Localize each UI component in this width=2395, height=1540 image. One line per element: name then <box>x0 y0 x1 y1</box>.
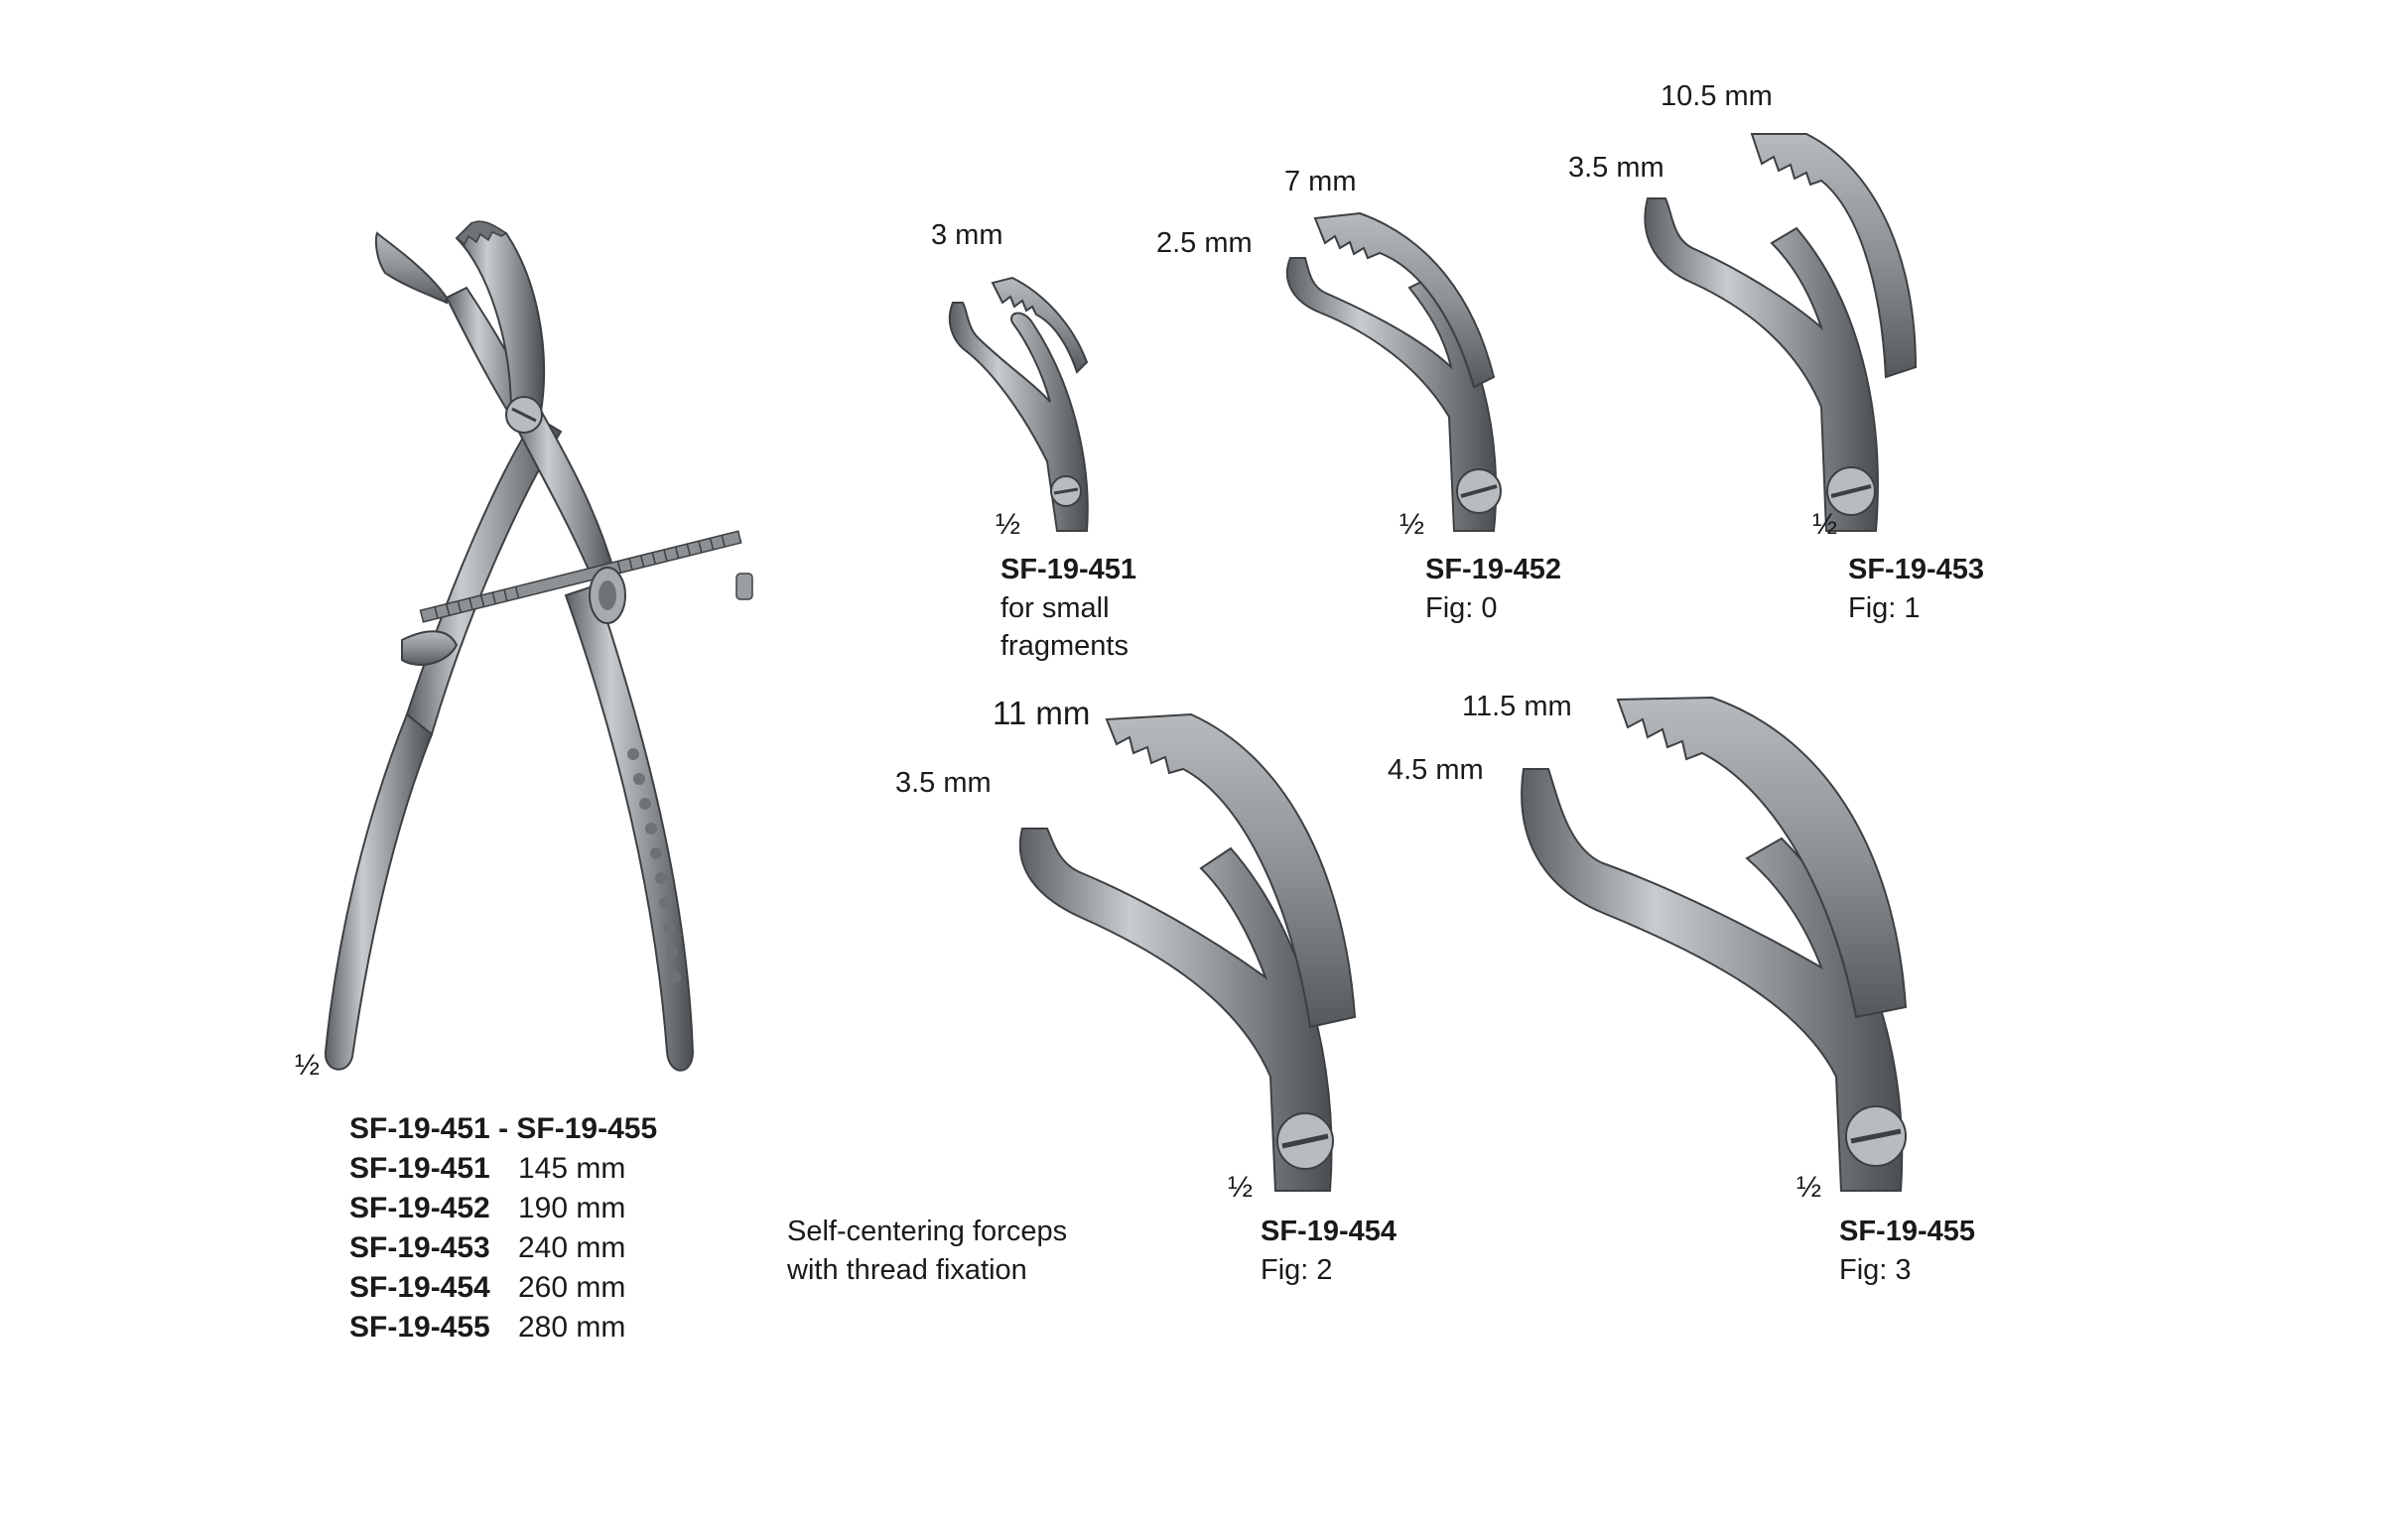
size-row: SF-19-454 260 mm <box>349 1268 657 1308</box>
jaw-width-top: 7 mm <box>1284 166 1357 197</box>
tip-illustration-454 <box>1018 712 1357 1192</box>
size-code: SF-19-453 <box>349 1231 490 1264</box>
size-row: SF-19-455 280 mm <box>349 1308 657 1348</box>
jaw-width-top: 3 mm <box>931 219 1003 251</box>
tip-code: SF-19-453 <box>1848 554 1985 585</box>
tip-code: SF-19-451 <box>1000 554 1137 585</box>
size-table: SF-19-451 - SF-19-455 SF-19-451 145 mm S… <box>349 1109 657 1348</box>
tip-caption-line-1: for small <box>1000 592 1110 624</box>
size-code: SF-19-455 <box>349 1311 490 1344</box>
size-code: SF-19-451 <box>349 1152 490 1185</box>
tip-caption-line-1: Fig: 2 <box>1261 1254 1333 1286</box>
jaw-width-bottom: 2.5 mm <box>1156 227 1253 259</box>
tip-illustration-453 <box>1644 133 1918 532</box>
tip-caption-line-1: Fig: 3 <box>1839 1254 1912 1286</box>
description-line-1: Self-centering forceps <box>787 1216 1068 1247</box>
main-scale-label: ½ <box>295 1049 321 1082</box>
tip-scale-label: ½ <box>1399 508 1425 541</box>
jaw-width-bottom: 4.5 mm <box>1388 754 1484 786</box>
size-length: 260 mm <box>518 1271 626 1304</box>
size-code: SF-19-454 <box>349 1271 490 1304</box>
size-row: SF-19-452 190 mm <box>349 1189 657 1228</box>
range-title: SF-19-451 - SF-19-455 <box>349 1112 658 1145</box>
tip-illustration-455 <box>1521 696 1908 1192</box>
jaw-width-top: 10.5 mm <box>1661 80 1773 112</box>
tip-illustration-452 <box>1285 211 1502 532</box>
jaw-width-bottom: 3.5 mm <box>895 767 992 799</box>
tip-scale-label: ½ <box>1796 1171 1822 1204</box>
tip-caption-line-1: Fig: 1 <box>1848 592 1921 624</box>
tip-code: SF-19-455 <box>1839 1216 1976 1247</box>
tip-illustration-451 <box>948 276 1089 532</box>
size-row: SF-19-453 240 mm <box>349 1228 657 1268</box>
description-line-2: with thread fixation <box>787 1254 1027 1286</box>
tip-code: SF-19-454 <box>1261 1216 1397 1247</box>
tip-scale-label: ½ <box>1228 1171 1254 1204</box>
size-length: 190 mm <box>518 1192 626 1224</box>
size-length: 240 mm <box>518 1231 626 1264</box>
jaw-width-top: 11 mm <box>993 695 1091 731</box>
tip-scale-label: ½ <box>996 508 1021 541</box>
size-code: SF-19-452 <box>349 1192 490 1224</box>
tip-caption-line-1: Fig: 0 <box>1425 592 1498 624</box>
tip-code: SF-19-452 <box>1425 554 1562 585</box>
tip-caption-line-2: fragments <box>1000 630 1129 662</box>
tip-scale-label: ½ <box>1812 508 1838 541</box>
jaw-width-bottom: 3.5 mm <box>1568 152 1664 184</box>
size-length: 280 mm <box>518 1311 626 1344</box>
size-row: SF-19-451 145 mm <box>349 1149 657 1189</box>
jaw-width-top: 11.5 mm <box>1462 691 1572 722</box>
size-length: 145 mm <box>518 1152 626 1185</box>
forceps-full-illustration <box>324 220 753 1072</box>
